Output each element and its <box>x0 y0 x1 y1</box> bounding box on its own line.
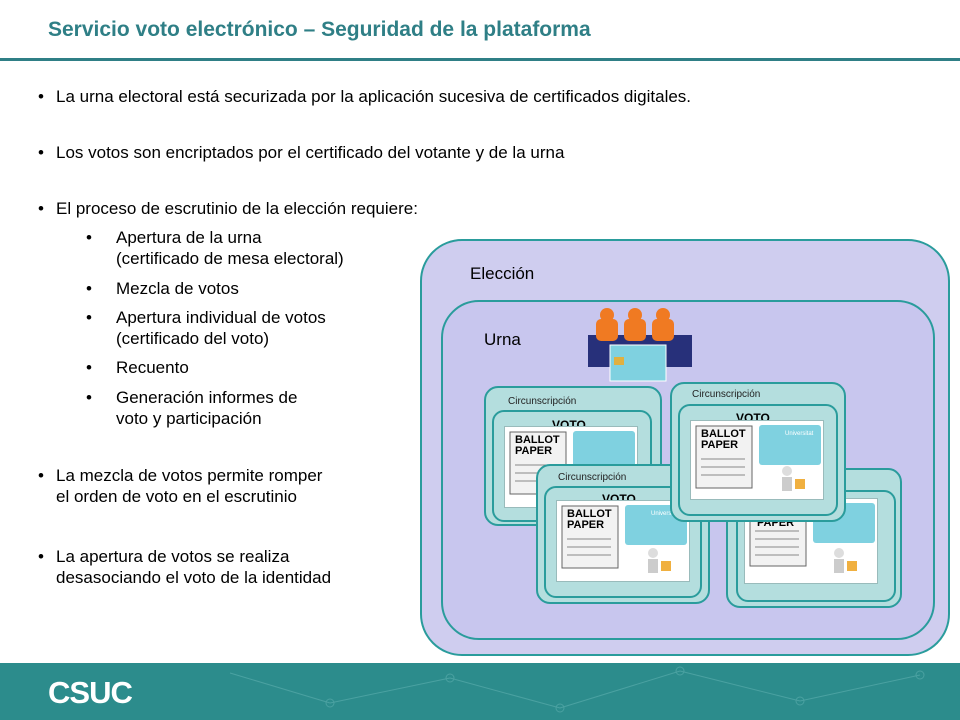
ballot-text: BALLOT <box>701 428 746 440</box>
ballot-text: BALLOT <box>567 508 612 520</box>
bullet-line: La mezcla de votos permite romper <box>56 466 323 485</box>
subbullet-line: Generación informes de <box>116 388 298 407</box>
bullet-dot: • <box>86 358 92 377</box>
bullet-dot: • <box>86 228 92 247</box>
vote-card: BALLOT PAPER Universitat <box>690 420 824 500</box>
network-pattern <box>229 666 925 713</box>
subbullet-line: Mezcla de votos <box>116 279 239 298</box>
csuc-logo: CSUC <box>48 675 133 710</box>
subbullet-line: voto y participación <box>116 409 262 428</box>
subbullet-line: Recuento <box>116 358 189 377</box>
bullet-text: Los votos son encriptados por el certifi… <box>56 143 565 162</box>
bullet-text: La urna electoral está securizada por la… <box>56 87 692 106</box>
bullet-dot: • <box>38 87 44 106</box>
bullet-dot: • <box>86 308 92 327</box>
subbullet-line: Apertura de la urna <box>116 228 262 247</box>
card-text: Universitat <box>651 511 680 517</box>
bullet-line: el orden de voto en el escrutinio <box>56 487 297 506</box>
bullet-dot: • <box>38 199 44 218</box>
ballot-text: PAPER <box>515 445 553 457</box>
ballot-paper-icon <box>695 425 753 489</box>
page-title: Servicio voto electrónico – Seguridad de… <box>48 18 591 41</box>
bullet-text: El proceso de escrutinio de la elección … <box>56 199 418 218</box>
subbullet-line: (certificado del voto) <box>116 329 270 348</box>
subbullet-line: (certificado de mesa electoral) <box>116 249 344 268</box>
card-text: Universitat <box>785 431 814 437</box>
title-divider <box>0 58 960 61</box>
circunscripcion-label: Circunscripción <box>558 472 627 483</box>
bullet-dot: • <box>38 143 44 162</box>
subbullet-line: Apertura individual de votos <box>116 308 326 327</box>
id-card-icon: Universitat <box>759 425 821 465</box>
bullet-dot: • <box>38 547 44 566</box>
bullet-dot: • <box>38 466 44 485</box>
bullet-line: desasociando el voto de la identidad <box>56 568 332 587</box>
eleccion-label: Elección <box>470 264 535 283</box>
circunscripcion-label: Circunscripción <box>508 396 577 407</box>
urna-label: Urna <box>484 330 521 349</box>
footer-band <box>0 663 960 720</box>
bullet-dot: • <box>86 279 92 298</box>
ballot-text: PAPER <box>567 519 605 531</box>
ballot-text: PAPER <box>701 439 739 451</box>
person-icon <box>782 466 805 491</box>
circunscripcion-label: Circunscripción <box>692 389 761 400</box>
bullet-dot: • <box>86 388 92 407</box>
certificate-keys-icon <box>588 308 692 382</box>
person-icon <box>834 548 857 573</box>
bullet-line: La apertura de votos se realiza <box>56 547 290 566</box>
ballot-text: BALLOT <box>515 434 560 446</box>
person-icon <box>648 548 671 573</box>
ballot-paper-icon <box>561 505 619 569</box>
